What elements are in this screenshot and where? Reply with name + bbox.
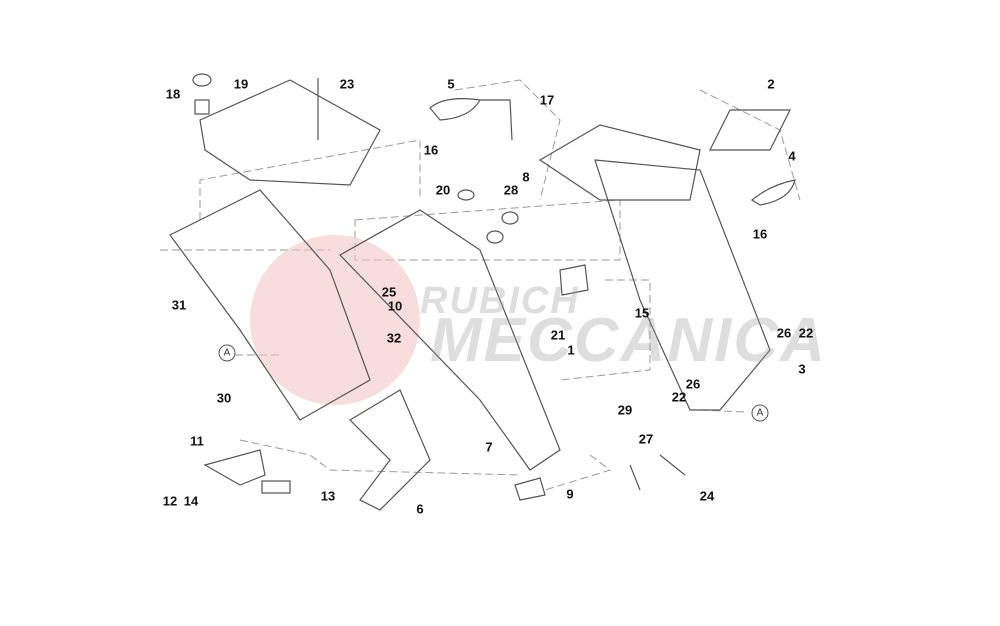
part-label[interactable]: 26 — [685, 376, 701, 392]
part-label[interactable]: 29 — [617, 402, 633, 418]
part-label[interactable]: 21 — [550, 327, 566, 343]
part-label[interactable]: 26 — [776, 325, 792, 341]
part-label[interactable]: 8 — [522, 169, 530, 185]
part-label[interactable]: 4 — [788, 148, 796, 164]
part-label[interactable]: 15 — [634, 305, 650, 321]
watermark-line2: MECCANICA — [430, 306, 827, 375]
part-label[interactable]: 6 — [416, 501, 424, 517]
part-label[interactable]: 16 — [423, 142, 439, 158]
license-plate-holder-part — [349, 389, 431, 511]
part-label[interactable]: 16 — [752, 226, 768, 242]
part-label[interactable]: 14 — [183, 493, 199, 509]
part-label[interactable]: 24 — [699, 488, 715, 504]
reference-marker-a: A — [751, 404, 769, 422]
part-label[interactable]: 7 — [485, 439, 493, 455]
part-label[interactable]: 30 — [216, 390, 232, 406]
part-label[interactable]: 3 — [798, 361, 806, 377]
subframe-undertray-part — [339, 209, 561, 471]
part-label[interactable]: 18 — [165, 86, 181, 102]
part-label[interactable]: 27 — [638, 431, 654, 447]
part-label[interactable]: 22 — [798, 325, 814, 341]
rear-fender-part — [169, 189, 371, 421]
part-label[interactable]: 28 — [503, 182, 519, 198]
reference-marker-a: A — [218, 344, 236, 362]
watermark-logo-circle — [250, 235, 420, 405]
part-label[interactable]: 5 — [447, 76, 455, 92]
part-label[interactable]: 2 — [767, 76, 775, 92]
watermark-line1: RUBICH — [420, 280, 580, 322]
part-label[interactable]: 22 — [671, 389, 687, 405]
part-label[interactable]: 25 — [381, 284, 397, 300]
part-label[interactable]: 32 — [386, 330, 402, 346]
part-label[interactable]: 12 — [162, 493, 178, 509]
part-label[interactable]: 11 — [190, 433, 204, 449]
luggage-rack-part — [199, 79, 381, 186]
part-label[interactable]: 9 — [566, 486, 574, 502]
tail-light-part — [709, 109, 791, 151]
part-label[interactable]: 17 — [539, 92, 555, 108]
part-label[interactable]: 31 — [171, 297, 187, 313]
part-label[interactable]: 23 — [339, 76, 355, 92]
part-label[interactable]: 19 — [233, 76, 249, 92]
part-label[interactable]: 1 — [567, 342, 575, 358]
tail-section-part — [594, 159, 771, 411]
part-label[interactable]: 10 — [387, 298, 403, 314]
part-label[interactable]: 13 — [320, 488, 336, 504]
part-label[interactable]: 20 — [435, 182, 451, 198]
